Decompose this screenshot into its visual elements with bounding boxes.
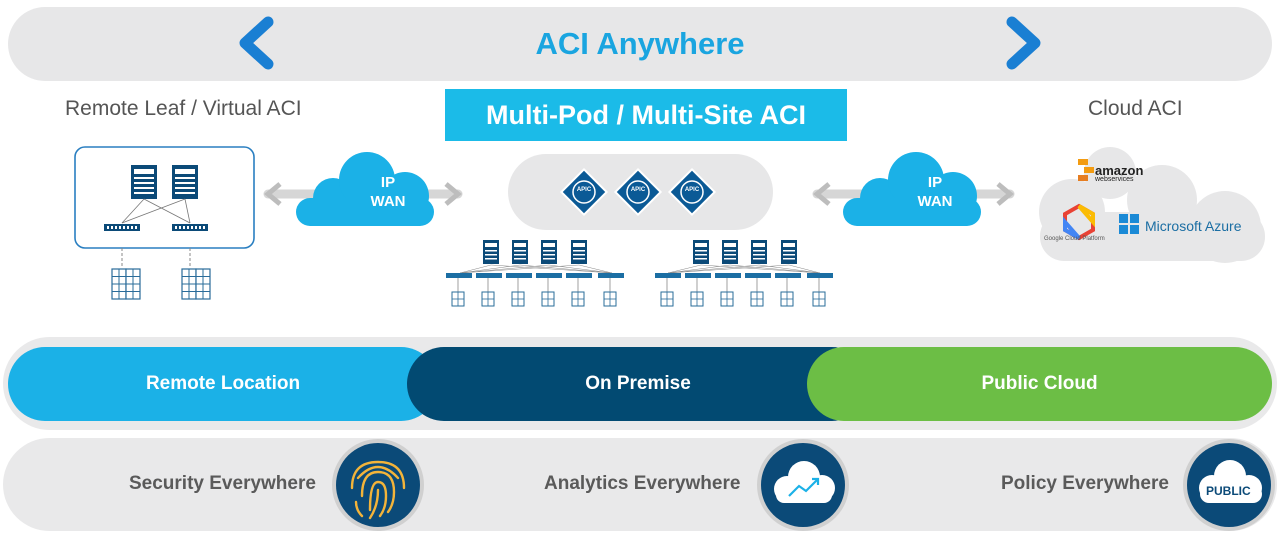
google-cloud-logo [1063, 203, 1095, 241]
remote-leaf-box [74, 146, 255, 249]
azure-text: Microsoft Azure [1145, 218, 1242, 234]
ip-label: IP [380, 174, 396, 191]
public-badge-label: PUBLIC [1206, 484, 1251, 498]
pod-2-topology [655, 240, 833, 307]
amazon-text: amazon [1095, 163, 1144, 178]
webservices-text: webservices [1095, 176, 1134, 183]
left-wan-cloud-icon [296, 152, 434, 226]
analytics-label: Analytics Everywhere [544, 473, 741, 494]
right-wan-label: IP WAN [899, 173, 971, 211]
on-premise-segment: On Premise [407, 347, 869, 421]
amazon-logo [1078, 159, 1094, 181]
right-wan-cloud-icon [843, 152, 981, 226]
aci-anywhere-banner [8, 7, 1272, 81]
left-arrow-icon [239, 16, 490, 70]
capability-icons [332, 439, 1275, 531]
microsoft-azure-logo [1119, 214, 1139, 234]
remote-location-label: Remote Location [145, 373, 301, 394]
page-title: ACI Anywhere [535, 26, 745, 61]
ip-label: IP [927, 174, 943, 191]
public-cloud-segment: Public Cloud [807, 347, 1272, 421]
fingerprint-icon [332, 439, 424, 531]
analytics-cloud-icon [757, 439, 849, 531]
public-cloud-icon [1183, 439, 1275, 531]
public-cloud-label: Public Cloud [981, 373, 1098, 394]
wan-label: WAN [917, 193, 953, 210]
cloud-providers-bg [1039, 147, 1265, 263]
multi-pod-heading: Multi-Pod / Multi-Site ACI [445, 89, 847, 141]
apic-label: APIC [576, 187, 592, 193]
capabilities-bar [3, 438, 1277, 531]
security-label: Security Everywhere [129, 473, 316, 494]
right-arrow-icon [790, 16, 1041, 70]
on-premise-label: On Premise [585, 373, 691, 394]
topology-diagram [74, 146, 1265, 307]
wan-label: WAN [370, 193, 406, 210]
bidirectional-arrows [239, 16, 1041, 70]
policy-label: Policy Everywhere [1001, 473, 1169, 494]
remote-leaf-heading: Remote Leaf / Virtual ACI [65, 97, 302, 120]
apic-label: APIC [684, 187, 700, 193]
pod-1-topology [446, 240, 624, 307]
rack-icon [111, 268, 127, 300]
cloud-aci-heading: Cloud ACI [1088, 97, 1183, 120]
remote-location-segment: Remote Location [8, 347, 438, 421]
apic-label: APIC [630, 187, 646, 193]
google-cloud-text: Google Cloud Platform [1044, 236, 1105, 242]
left-wan-label: IP WAN [352, 173, 424, 211]
